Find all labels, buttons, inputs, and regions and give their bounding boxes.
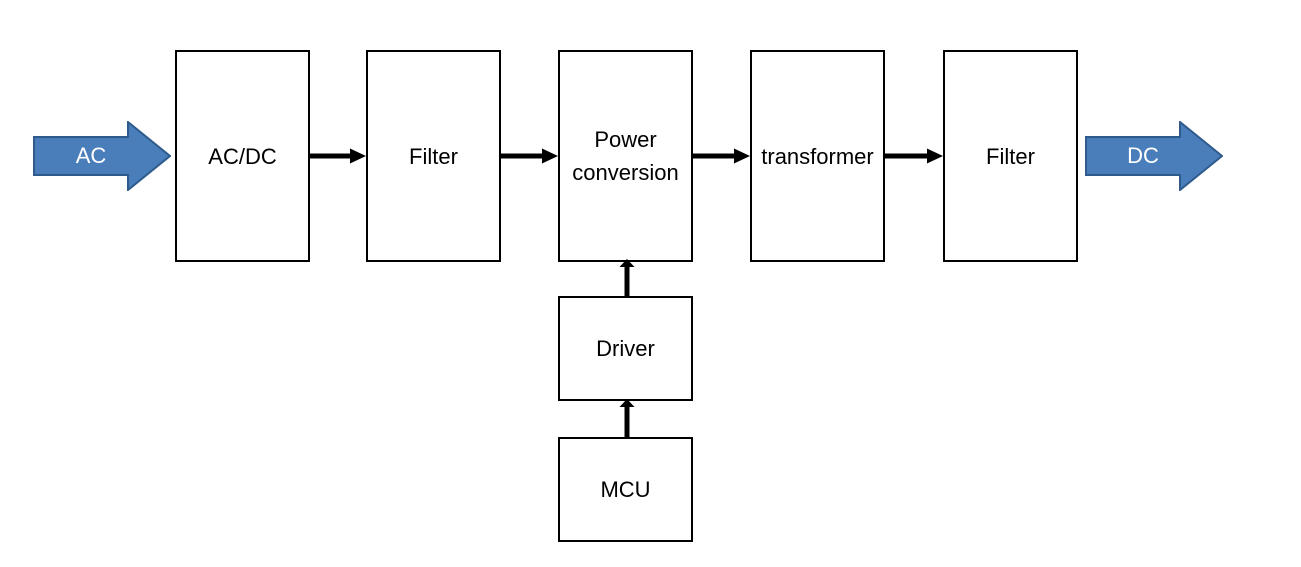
block-filter-1[interactable]: Filter [366, 50, 501, 262]
connector-driver-to-powerconv [617, 259, 637, 298]
block-filter-2-label: Filter [986, 143, 1035, 169]
block-power-conversion-label: Power conversion [572, 127, 679, 185]
block-mcu-label: MCU [600, 477, 651, 502]
block-driver-label: Driver [596, 336, 655, 361]
block-acdc[interactable]: AC/DC [175, 50, 310, 262]
connector-transformer-to-filter2 [885, 146, 943, 166]
connector-acdc-to-filter1 [310, 146, 366, 166]
connector-filter1-to-powerconv [501, 146, 558, 166]
block-transformer-label: transformer [761, 143, 874, 169]
block-transformer[interactable]: transformer [750, 50, 885, 262]
block-filter-2[interactable]: Filter [943, 50, 1078, 262]
connector-mcu-to-driver [617, 399, 637, 439]
block-filter-1-label: Filter [409, 143, 458, 169]
block-acdc-label: AC/DC [208, 143, 277, 169]
connector-powerconv-to-transformer [693, 146, 750, 166]
block-power-conversion[interactable]: Power conversion [558, 50, 693, 262]
dc-output-arrow: DC [1085, 121, 1223, 191]
ac-input-arrow: AC [33, 121, 171, 191]
block-mcu[interactable]: MCU [558, 437, 693, 542]
block-driver[interactable]: Driver [558, 296, 693, 401]
